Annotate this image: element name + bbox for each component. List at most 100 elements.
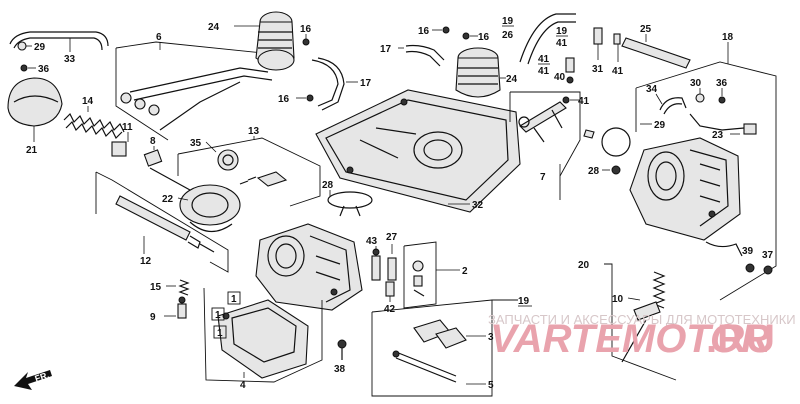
callout-35: 35	[190, 138, 202, 149]
choke-rod-6	[120, 67, 273, 131]
callout-22: 22	[162, 194, 174, 205]
screw-36a	[20, 64, 36, 72]
choke-linkage-box-6	[115, 41, 293, 141]
callout-24-b: 24	[506, 74, 518, 85]
callout-19-c: 19	[518, 296, 530, 307]
cap-35	[205, 141, 239, 171]
clip-30	[695, 88, 705, 103]
callout-24-a: 24	[208, 22, 220, 33]
float-chamber-4	[217, 299, 309, 379]
callout-19-a: 19	[502, 16, 514, 27]
box-19	[371, 299, 518, 397]
float-chamber-box-4	[203, 287, 323, 383]
callout-41-b: 41	[538, 54, 550, 65]
callout-36-a: 36	[38, 64, 50, 75]
callout-38: 38	[334, 364, 346, 375]
screw-38	[337, 339, 347, 360]
spring-10	[621, 271, 666, 363]
bracket-23	[689, 113, 757, 135]
link-box-7	[509, 91, 581, 200]
callout-16-c: 16	[418, 26, 430, 37]
callout-28-b: 28	[588, 166, 600, 177]
callout-31: 31	[592, 64, 604, 75]
screw-16d	[462, 32, 478, 40]
spring-15	[166, 279, 190, 296]
callout-37: 37	[762, 250, 774, 261]
float-3	[413, 319, 486, 349]
callout-6: 6	[156, 32, 162, 43]
watermark-domain: .RU	[706, 317, 775, 361]
callout-17-b: 17	[380, 44, 392, 55]
carburetor-box-18	[635, 42, 777, 301]
box-2	[403, 241, 460, 309]
callout-34: 34	[646, 84, 658, 95]
carburetor-body-middle	[255, 223, 363, 311]
callout-29-a: 29	[34, 42, 46, 53]
spring-seat-13	[239, 171, 288, 187]
callout-41-a: 41	[556, 38, 568, 49]
callout-9: 9	[150, 312, 156, 323]
o-ring-28a	[327, 190, 373, 217]
breather-pipe-17a	[311, 57, 358, 111]
float-pin-5	[392, 350, 486, 385]
callout-21: 21	[26, 145, 38, 156]
callout-8: 8	[150, 136, 156, 147]
washer-28b	[602, 165, 621, 175]
ref-box-1a	[227, 291, 241, 305]
screw-36b	[718, 88, 726, 104]
screw-16b	[296, 94, 314, 102]
jet-stack-43	[371, 246, 381, 281]
callout-30: 30	[690, 78, 702, 89]
callout-32: 32	[472, 200, 484, 211]
fitting-31	[593, 27, 603, 60]
ref-box-1b	[211, 307, 225, 321]
fuel-hose-33	[9, 31, 109, 52]
box-20	[604, 263, 677, 381]
screw-16c	[432, 26, 450, 34]
callout-25: 25	[640, 24, 652, 35]
callout-36-b: 36	[716, 78, 728, 89]
throttle-shaft-12	[115, 195, 215, 254]
pin-small-right	[583, 129, 595, 139]
callout-41-c: 41	[538, 66, 550, 77]
callout-7: 7	[540, 172, 546, 183]
callout-23: 23	[712, 130, 724, 141]
tube-25	[621, 34, 691, 69]
callout-29-b: 29	[654, 120, 666, 131]
callout-15: 15	[150, 282, 162, 293]
clip-29a	[17, 41, 32, 51]
intake-boot-24a	[234, 11, 295, 71]
diaphragm-piston-22	[177, 184, 241, 233]
callout-10: 10	[612, 294, 624, 305]
callout-20: 20	[578, 260, 590, 271]
callout-13: 13	[248, 126, 260, 137]
screw-16a	[302, 34, 310, 46]
callout-1-c: 1	[217, 328, 223, 339]
callout-42: 42	[384, 304, 396, 315]
jet-needle-8	[143, 146, 191, 191]
callout-12: 12	[140, 256, 152, 267]
callout-39: 39	[742, 246, 754, 257]
fuel-tube-26	[519, 13, 576, 65]
o-ring-29b	[601, 123, 652, 157]
screw-9	[164, 296, 187, 319]
air-box-32	[315, 89, 521, 213]
clip-41d	[613, 33, 621, 62]
callout-16-a: 16	[300, 24, 312, 35]
needle-holder-11	[111, 132, 129, 157]
callout-14: 14	[82, 96, 94, 107]
callout-2: 2	[462, 266, 468, 277]
callout-41-d: 41	[612, 66, 624, 77]
callout-40: 40	[554, 72, 566, 83]
callout-19-b: 19	[556, 26, 568, 37]
callout-26: 26	[502, 30, 514, 41]
watermark-main: VARTEMOTOR	[490, 317, 770, 361]
callout-16-b: 16	[278, 94, 290, 105]
callout-41-e: 41	[578, 96, 590, 107]
joint-40	[565, 57, 575, 84]
callout-18: 18	[722, 32, 734, 43]
hose-34	[655, 93, 687, 115]
needle-42	[385, 281, 395, 302]
breather-hose-17b	[398, 44, 445, 67]
front-direction-arrow: FR.	[14, 370, 52, 390]
